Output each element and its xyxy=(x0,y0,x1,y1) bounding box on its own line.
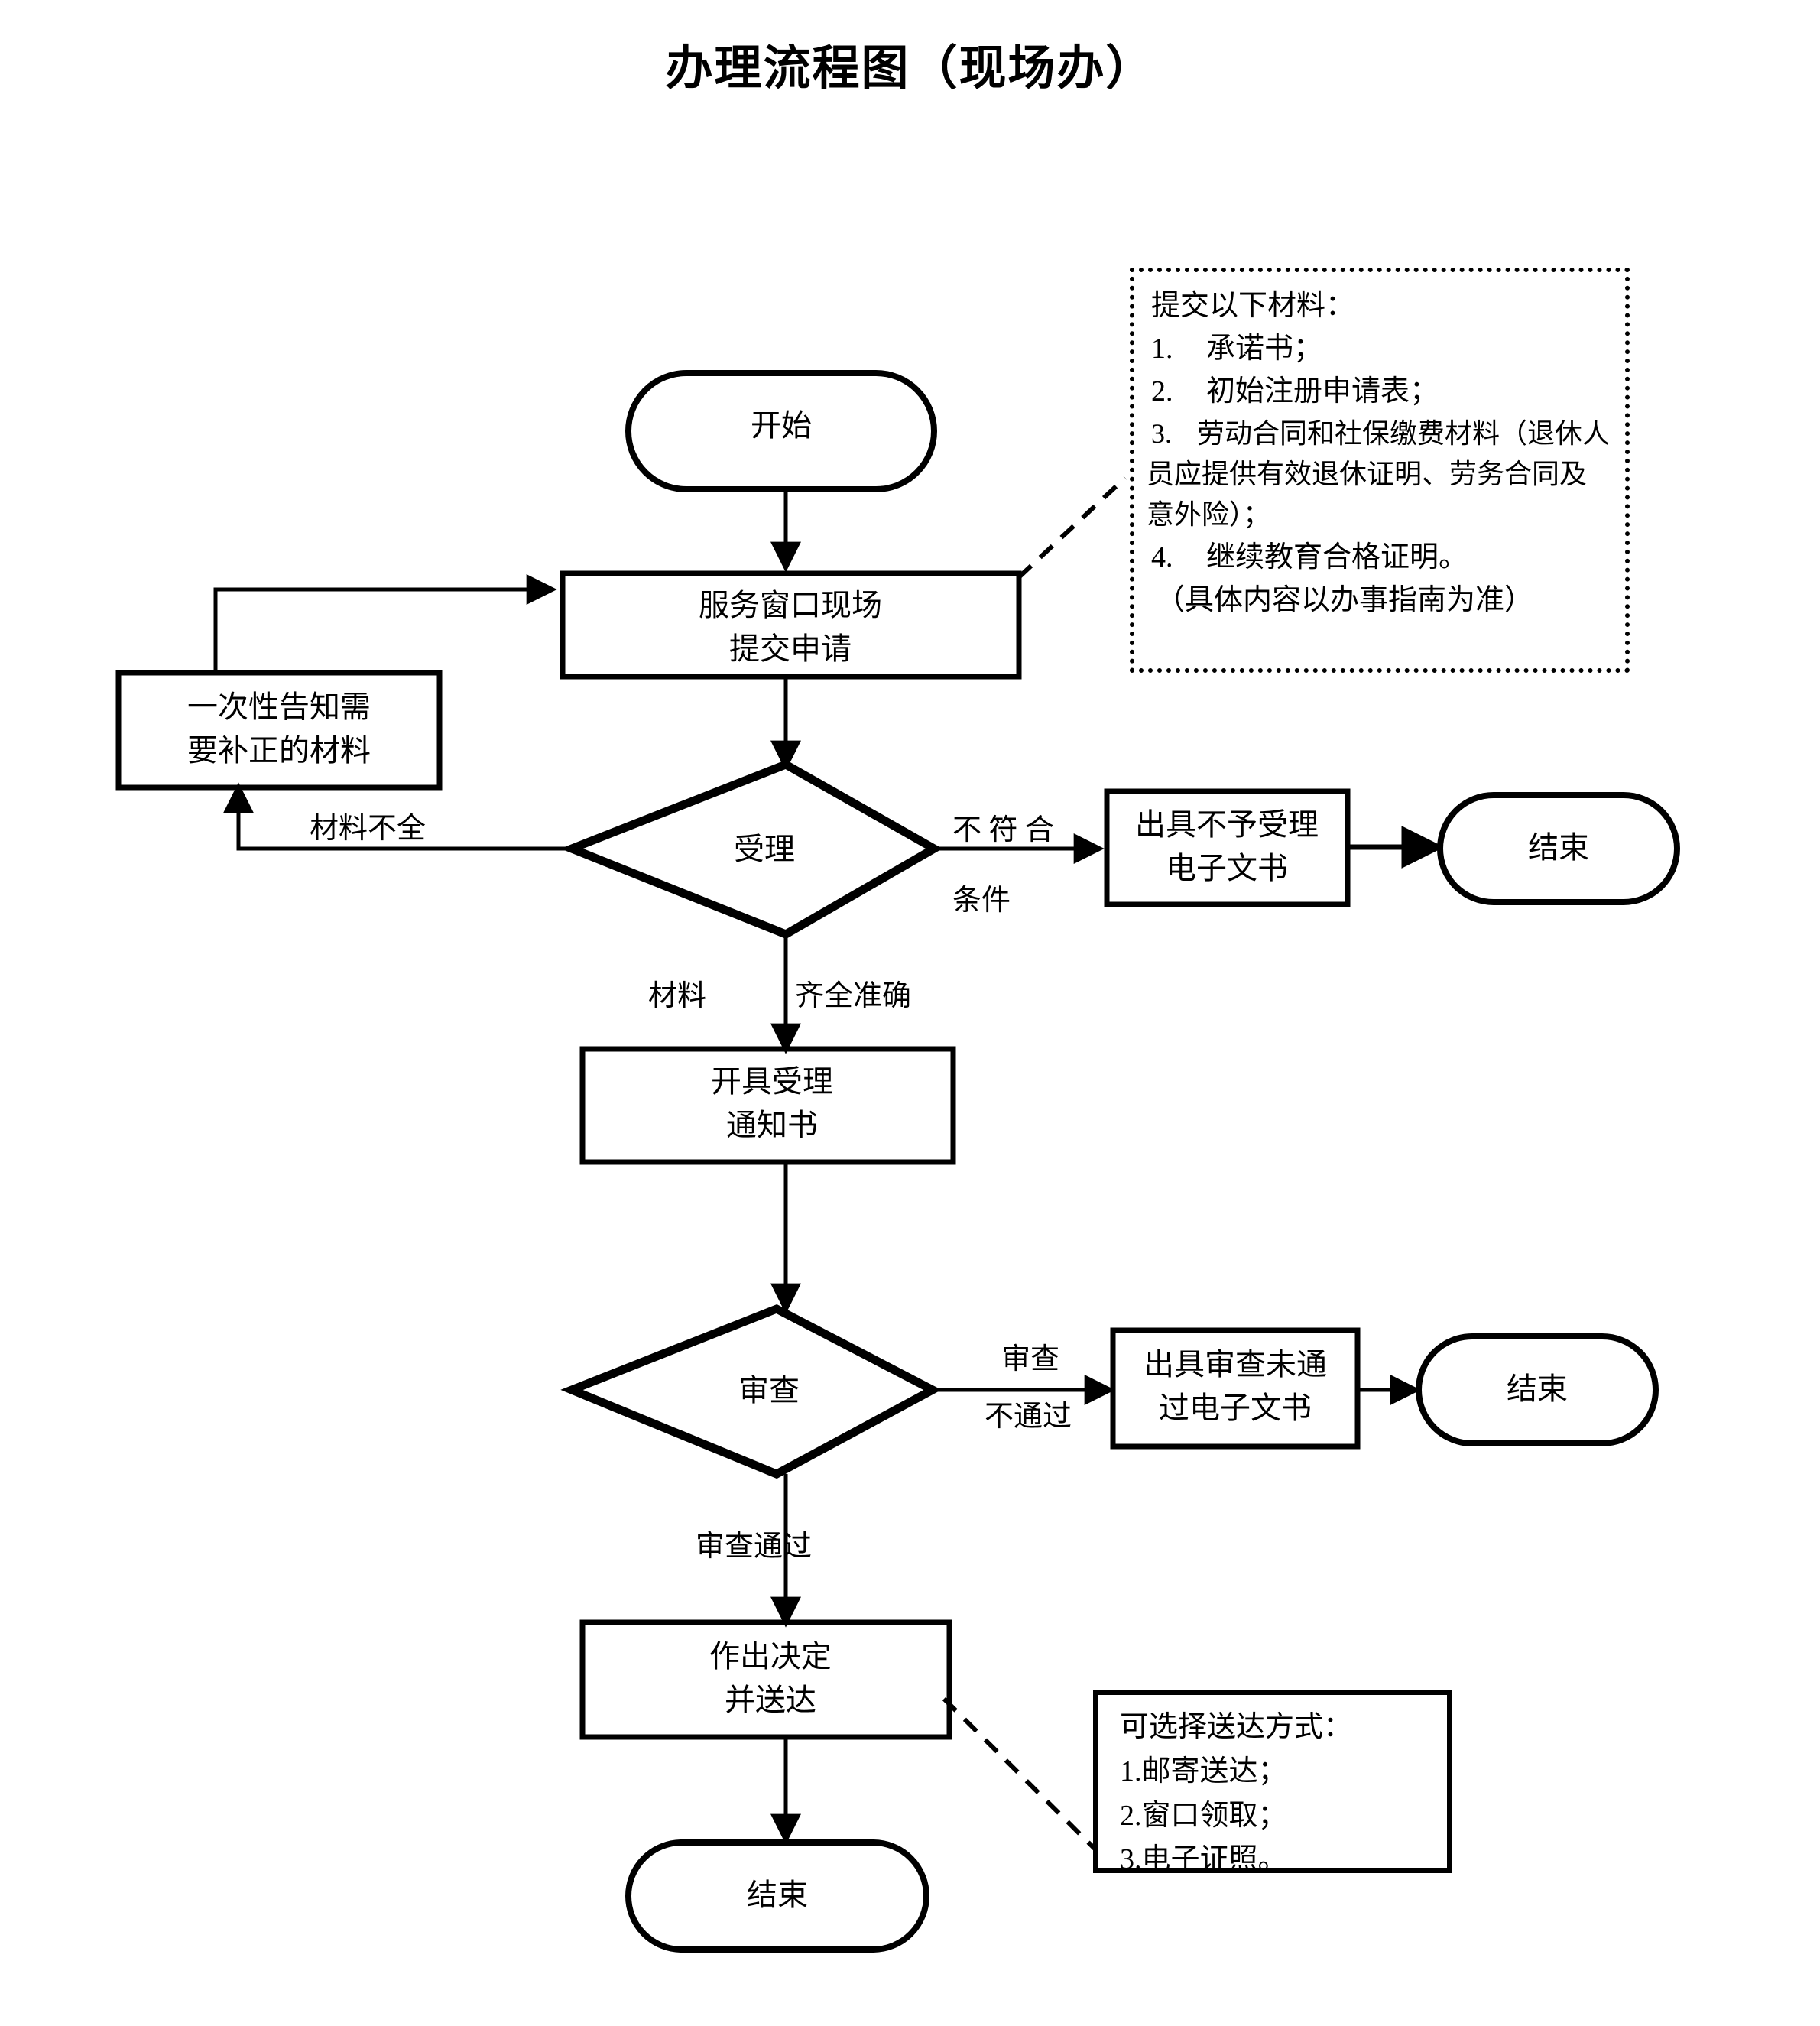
dashed-link-delivery-note xyxy=(942,1696,1097,1851)
page-title: 办理流程图（现场办） xyxy=(665,43,1155,95)
materials-item-1-num: 1. xyxy=(1151,333,1173,365)
node-issue-rejection-doc[interactable]: 出具不予受理 电子文书 xyxy=(1104,788,1351,907)
edge-label-materials-incomplete: 材料不全 xyxy=(310,813,426,845)
materials-item-4-text: 继续教育合格证明。 xyxy=(1206,541,1468,573)
edge-label-review-fail-1: 审查 xyxy=(1001,1343,1059,1375)
edge-label-not-qualified-1: 不 符 合 xyxy=(952,814,1054,846)
materials-item-2-num: 2. xyxy=(1151,375,1173,408)
edge-label-review-pass: 审查通过 xyxy=(696,1531,812,1563)
materials-item-1: 1. 承诺书； xyxy=(1151,327,1619,370)
materials-footer: （具体内容以办事指南为准） xyxy=(1156,583,1534,616)
materials-item-4: 4. 继续教育合格证明。 xyxy=(1151,536,1619,579)
node-accept-decision[interactable]: 受理 xyxy=(560,759,943,940)
node-inform-line2: 要补正的材料 xyxy=(187,733,371,768)
node-one-time-inform[interactable]: 一次性告知需 要补正的材料 xyxy=(115,670,443,791)
node-decision-line1: 作出决定 xyxy=(709,1639,832,1674)
node-make-decision-deliver[interactable]: 作出决定 并送达 xyxy=(579,1619,952,1740)
materials-item-3: 3. 劳动合同和社保缴费材料（退休人 xyxy=(1151,414,1619,454)
node-reject-doc-line1: 出具不予受理 xyxy=(1135,807,1319,842)
materials-heading: 提交以下材料： xyxy=(1151,290,1355,322)
node-end-final-label: 结束 xyxy=(747,1878,808,1912)
materials-item-3-text: 劳动合同和社保缴费材料（退休人 xyxy=(1197,417,1611,449)
node-reject-doc-line2: 电子文书 xyxy=(1166,851,1288,885)
materials-item-3-cont1: 员应提供有效退休证明、劳务合同及 xyxy=(1147,458,1588,489)
node-accept-decision-label: 受理 xyxy=(734,832,795,866)
materials-item-2: 2. 初始注册申请表； xyxy=(1151,370,1619,413)
node-start[interactable]: 开始 xyxy=(625,370,937,492)
node-review-fail-line1: 出具审查未通 xyxy=(1144,1347,1327,1382)
note-required-materials-box: 提交以下材料： 1. 承诺书； 2. 初始注册申请表； 3. 劳动合同和社保缴费… xyxy=(1130,268,1630,673)
node-accept-notice-line1: 开具受理 xyxy=(711,1064,833,1099)
node-end-review-fail-label: 结束 xyxy=(1507,1372,1568,1406)
node-submit-application[interactable]: 服务窗口现场 提交申请 xyxy=(560,570,1022,680)
edge-label-not-qualified-2: 条件 xyxy=(952,885,1011,917)
node-review-decision-label: 审查 xyxy=(738,1373,800,1407)
node-issue-acceptance-notice[interactable]: 开具受理 通知书 xyxy=(579,1046,956,1165)
materials-item-2-text: 初始注册申请表； xyxy=(1206,375,1439,408)
node-submit-line1: 服务窗口现场 xyxy=(699,588,882,622)
edge-label-review-fail-2: 不通过 xyxy=(985,1401,1072,1433)
node-accept-notice-line2: 通知书 xyxy=(726,1108,818,1142)
materials-item-3-cont2: 意外险）； xyxy=(1147,499,1271,531)
edge-accept-to-inform xyxy=(223,782,572,851)
edge-label-complete-right: 齐全准确 xyxy=(795,980,911,1012)
node-issue-review-fail-doc[interactable]: 出具审查未通 过电子文书 xyxy=(1110,1327,1361,1450)
delivery-item-3: 3.电子证照。 xyxy=(1120,1843,1287,1876)
dashed-link-materials-note xyxy=(1017,476,1127,580)
edge-label-complete-left: 材料 xyxy=(648,980,706,1012)
note-delivery-options-box: 可选择送达方式： 1.邮寄送达； 2.窗口领取； 3.电子证照。 xyxy=(1093,1690,1452,1875)
materials-item-3-num: 3. xyxy=(1151,417,1172,449)
delivery-heading: 可选择送达方式： xyxy=(1120,1711,1353,1743)
delivery-item-2: 2.窗口领取； xyxy=(1120,1799,1287,1832)
node-end-rejection-label: 结束 xyxy=(1528,830,1589,865)
node-submit-line2: 提交申请 xyxy=(729,632,852,666)
edge-inform-to-submit xyxy=(213,574,557,673)
node-end-review-fail[interactable]: 结束 xyxy=(1416,1333,1659,1446)
node-review-decision[interactable]: 审查 xyxy=(560,1304,942,1479)
node-review-fail-line2: 过电子文书 xyxy=(1159,1391,1312,1425)
node-end-rejection[interactable]: 结束 xyxy=(1437,792,1680,905)
delivery-item-1: 1.邮寄送达； xyxy=(1120,1755,1287,1787)
node-decision-line2: 并送达 xyxy=(725,1683,816,1717)
materials-item-1-text: 承诺书； xyxy=(1206,333,1323,365)
node-inform-line1: 一次性告知需 xyxy=(187,690,371,724)
node-end-final[interactable]: 结束 xyxy=(625,1839,929,1953)
materials-item-4-num: 4. xyxy=(1151,541,1173,573)
node-start-label: 开始 xyxy=(751,408,812,443)
